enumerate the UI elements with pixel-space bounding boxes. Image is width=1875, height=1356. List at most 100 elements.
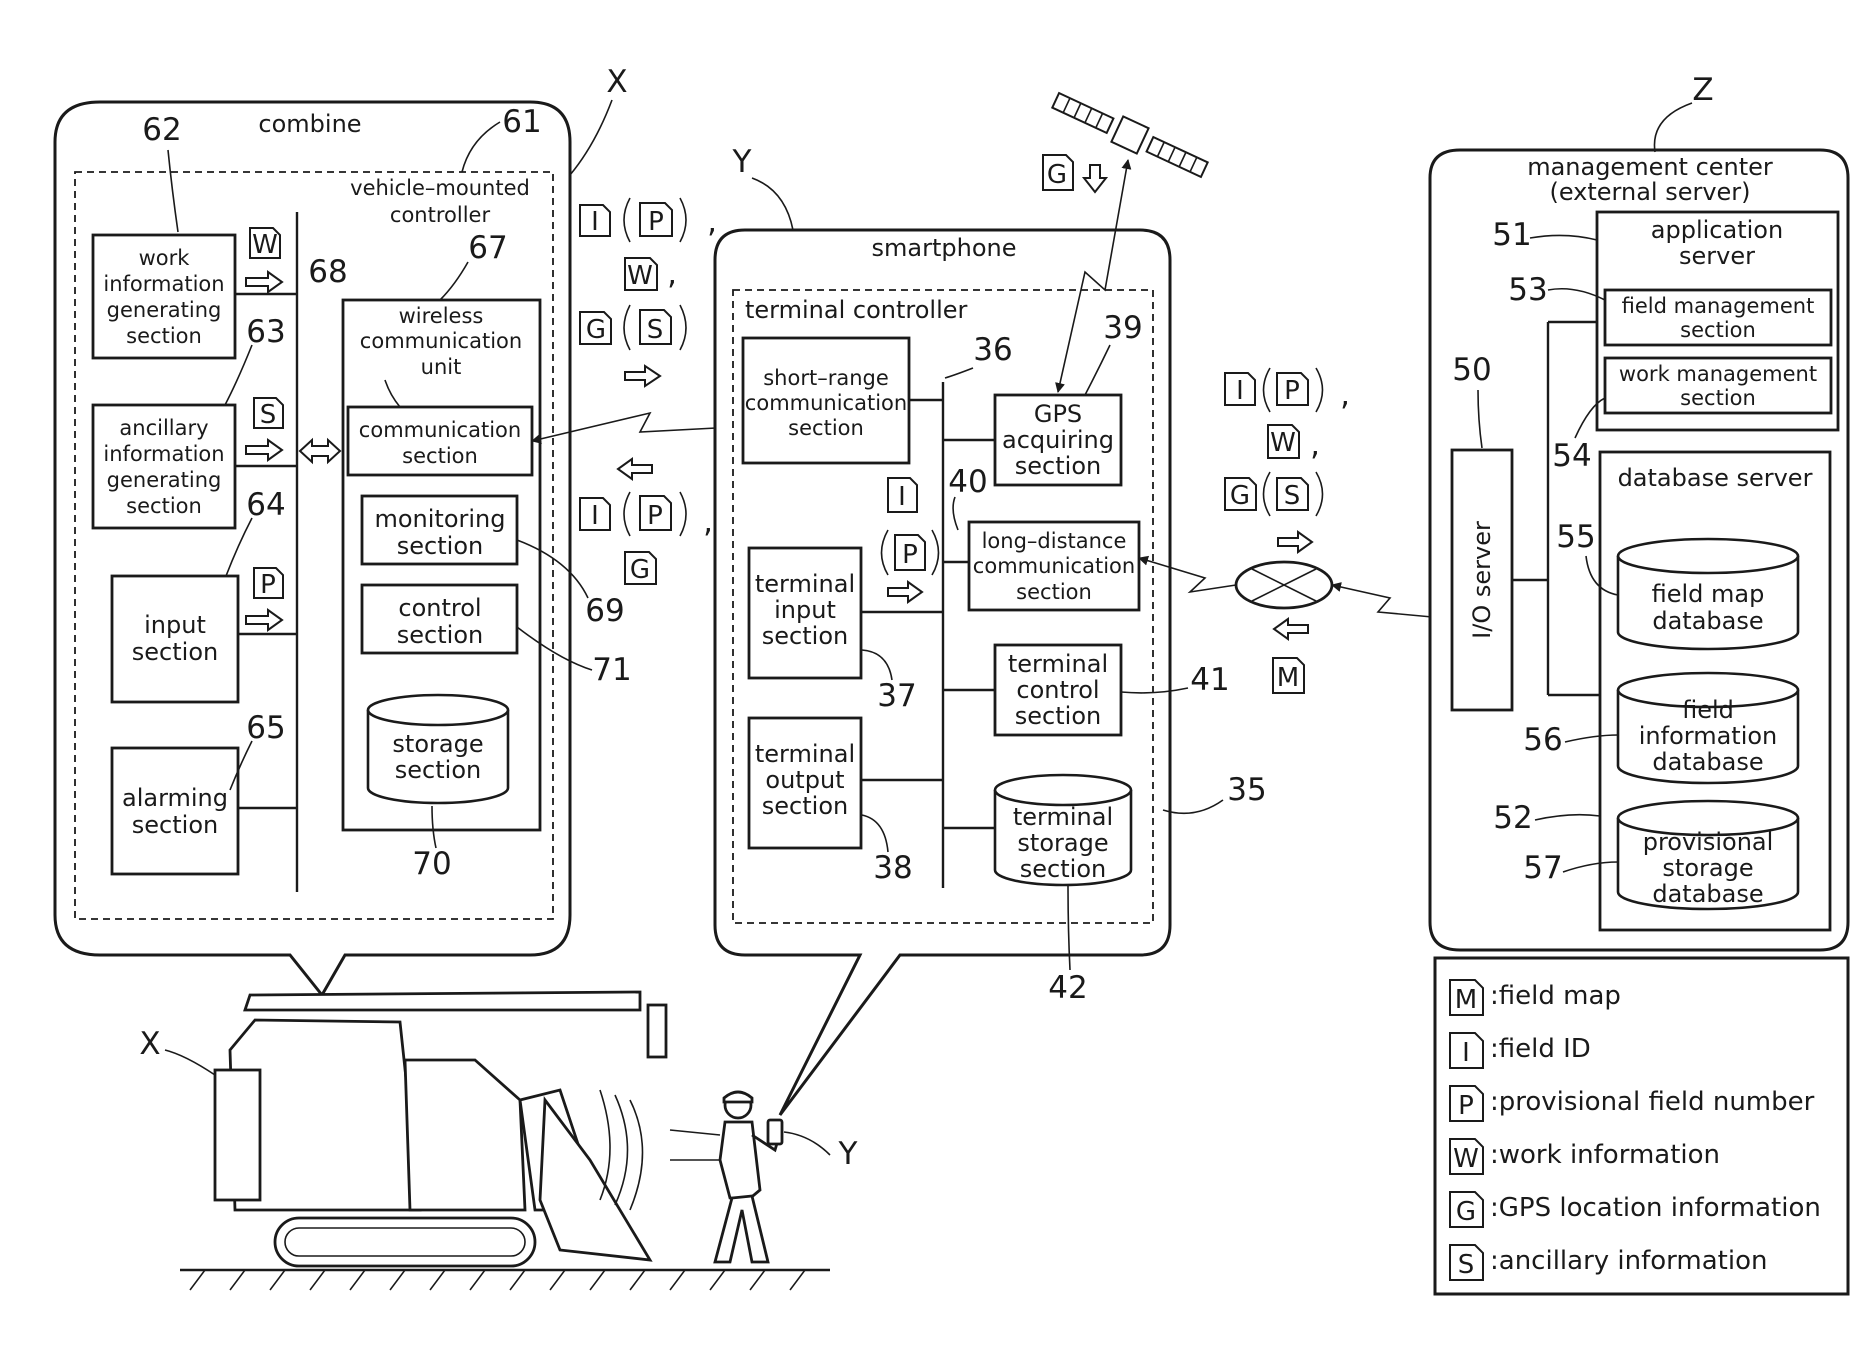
legend-item-g: G :GPS location information: [1450, 1192, 1821, 1227]
svg-text:W: W: [252, 230, 278, 260]
svg-text:G: G: [586, 315, 606, 345]
svg-text:communication: communication: [359, 418, 521, 442]
svg-text:work management: work management: [1619, 362, 1817, 386]
svg-text:generating: generating: [107, 298, 222, 322]
svg-text:terminal: terminal: [1008, 650, 1108, 678]
svg-text:field map: field map: [1652, 580, 1765, 608]
ref-53: 53: [1508, 272, 1547, 308]
ref-40: 40: [948, 464, 987, 500]
ref-61: 61: [502, 104, 541, 140]
svg-text:,: ,: [1310, 427, 1320, 463]
svg-text:storage: storage: [392, 730, 483, 758]
svg-text:communication: communication: [745, 391, 907, 415]
svg-text:W: W: [1453, 1144, 1479, 1174]
ref-67: 67: [468, 230, 507, 266]
combine-panel: combine vehicle–mounted controller 61 62…: [55, 102, 632, 995]
svg-text:control: control: [398, 594, 481, 622]
ref-z: Z: [1692, 72, 1713, 108]
svg-text:,: ,: [667, 256, 677, 292]
svg-text:W: W: [627, 261, 653, 291]
signals-combine-to-phone: X I , P , W , G S I P , G: [570, 64, 717, 585]
svg-text:G: G: [1230, 481, 1250, 511]
svg-text:output: output: [765, 766, 844, 794]
ref-51: 51: [1492, 217, 1531, 253]
svg-text:I: I: [591, 501, 599, 531]
svg-text:GPS: GPS: [1034, 400, 1082, 428]
ref-50: 50: [1452, 352, 1491, 388]
ref-42: 42: [1048, 970, 1087, 1006]
svg-text:section: section: [1015, 452, 1101, 480]
terminal-storage-section: terminal storage section: [995, 775, 1131, 885]
svg-text:section: section: [1016, 580, 1092, 604]
field-map-database: field map database: [1618, 539, 1798, 649]
ref-56: 56: [1523, 722, 1562, 758]
legend-item-i: I :field ID: [1450, 1033, 1591, 1068]
svg-text:database: database: [1652, 880, 1763, 908]
svg-text:P: P: [647, 501, 663, 531]
monitoring-section: monitoring section: [362, 496, 517, 564]
network-icon: [1236, 562, 1332, 608]
management-center-title-1: management center: [1527, 153, 1773, 181]
svg-text:unit: unit: [421, 355, 462, 379]
svg-text:field management: field management: [1622, 294, 1815, 318]
ref-64: 64: [246, 487, 285, 523]
ref-57: 57: [1523, 850, 1562, 886]
ref-65: 65: [246, 710, 285, 746]
svg-text:storage: storage: [1662, 854, 1753, 882]
svg-text::provisional field number: :provisional field number: [1490, 1087, 1815, 1117]
svg-text:G: G: [1456, 1197, 1476, 1227]
work-management-section: work management section: [1605, 358, 1831, 413]
svg-text:P: P: [1458, 1091, 1474, 1121]
management-center-panel: management center (external server) Z I/…: [1430, 72, 1848, 950]
svg-text:W: W: [1270, 428, 1296, 458]
ref-y-top: Y: [732, 144, 752, 180]
svg-text:control: control: [1016, 676, 1099, 704]
control-section: control section: [362, 585, 517, 653]
svg-text:communication: communication: [973, 554, 1135, 578]
ref-62: 62: [142, 112, 181, 148]
svg-text:M: M: [1277, 663, 1299, 693]
combine-communication-section: communication section: [348, 407, 532, 475]
svg-text:section: section: [1020, 855, 1106, 883]
svg-text:application: application: [1651, 216, 1783, 244]
ref-36: 36: [973, 332, 1012, 368]
ref-37: 37: [877, 678, 916, 714]
legend-item-m: M :field map: [1450, 980, 1621, 1015]
svg-text:monitoring: monitoring: [374, 505, 505, 533]
ref-52: 52: [1493, 800, 1532, 836]
ref-69: 69: [585, 593, 624, 629]
svg-text:P: P: [1284, 376, 1300, 406]
svg-text:P: P: [902, 540, 918, 570]
smartphone-panel: smartphone terminal controller Y 35 shor…: [715, 144, 1267, 1115]
ref-41: 41: [1190, 662, 1229, 698]
svg-text:input: input: [144, 611, 206, 639]
signal-g-from-satellite: G: [1043, 155, 1106, 192]
svg-text:section: section: [1680, 386, 1756, 410]
controller-label-2: controller: [390, 203, 491, 227]
input-section: input section: [112, 576, 238, 702]
short-range-communication-section: short–range communication section: [743, 338, 909, 463]
svg-text:P: P: [260, 570, 276, 600]
gps-acquiring-section: GPS acquiring section: [995, 395, 1121, 485]
smartphone-title: smartphone: [872, 234, 1017, 262]
svg-text:long–distance: long–distance: [982, 529, 1127, 553]
ref-63: 63: [246, 314, 285, 350]
svg-text:,: ,: [703, 504, 713, 540]
terminal-input-section: terminal input section: [749, 548, 861, 678]
svg-text:S: S: [647, 315, 664, 345]
ref-y-worker: Y: [838, 1136, 858, 1172]
storage-section: storage section: [368, 695, 508, 803]
legend-item-s: S :ancillary information: [1450, 1245, 1767, 1280]
legend-item-w: W :work information: [1450, 1139, 1720, 1174]
svg-text:ancillary: ancillary: [119, 416, 208, 440]
ref-55: 55: [1556, 519, 1595, 555]
svg-text:work: work: [139, 246, 191, 270]
ref-54: 54: [1552, 438, 1591, 474]
svg-text:section: section: [126, 494, 202, 518]
svg-text:section: section: [132, 811, 218, 839]
svg-text:communication: communication: [360, 329, 522, 353]
long-distance-communication-section: long–distance communication section: [969, 522, 1139, 610]
terminal-output-section: terminal output section: [749, 718, 861, 848]
svg-text:P: P: [648, 207, 664, 237]
